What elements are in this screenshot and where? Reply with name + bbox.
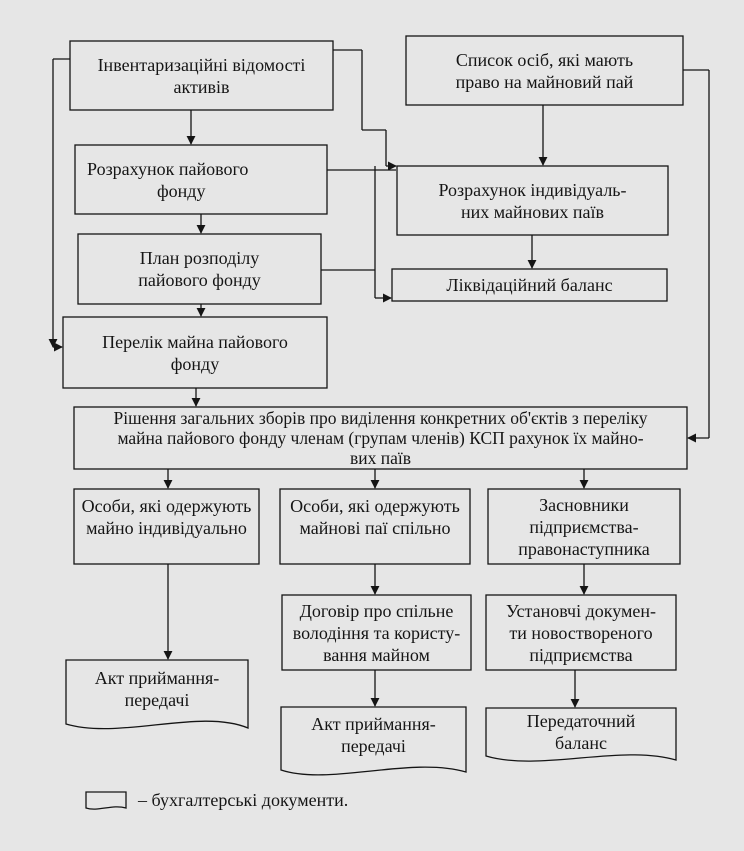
distribution-plan-line: пайового фонду: [138, 270, 261, 290]
joint-agreement-line: вання майном: [323, 644, 430, 665]
fund-calc-text: Розрахунок пайового фонду: [77, 147, 325, 212]
founders-text: Засновники підприємства- правонаступника: [490, 491, 678, 562]
distribution-plan-line: План розподілу: [139, 248, 260, 268]
decision-line: вих паїв: [349, 448, 411, 468]
legend-label: – бухгалтерські документи.: [138, 790, 349, 810]
property-list-line: фонду: [170, 353, 220, 374]
inventory-text: Інвентаризаційні відомості активів: [72, 43, 331, 108]
act-left-line: передачі: [124, 690, 190, 710]
individual-calc-text: Розрахунок індивідуаль- них майнових паї…: [399, 168, 666, 233]
founding-docs-line: підприємства: [529, 644, 633, 665]
property-list-text: Перелік майна пайового фонду: [65, 319, 325, 386]
individual-recipients-text: Особи, які одержують майно індивідуально: [76, 491, 257, 562]
founders-line: Засновники: [539, 494, 629, 515]
liquidation-balance-text: Ліквідаційний баланс: [394, 270, 665, 300]
individual-recipients-box: [73, 488, 260, 565]
act-middle-doc: [280, 706, 467, 776]
property-list-line: Перелік майна пайового: [102, 331, 288, 352]
property-list-box: [62, 316, 328, 389]
joint-recipients-text: Особи, які одержують майнові паї спільно: [282, 491, 468, 562]
individual-calc-line: Розрахунок індивідуаль-: [438, 179, 627, 200]
persons-list-text: Список осіб, які мають право на майновий…: [408, 38, 681, 103]
decision-text: Рішення загальних зборів про виділення к…: [76, 408, 685, 468]
individual-recipients-line: Особи, які одержують: [81, 496, 252, 516]
decision-box: [73, 406, 688, 470]
transfer-balance-line: баланс: [555, 733, 607, 753]
act-middle-text: Акт приймання- передачі: [281, 711, 466, 759]
decision-line: Рішення загальних зборів про виділення к…: [113, 408, 648, 428]
founders-line: підприємства-: [529, 516, 639, 537]
act-middle-line: Акт приймання-: [311, 714, 436, 734]
act-middle-line: передачі: [341, 736, 406, 756]
act-left-line: Акт приймання-: [94, 668, 220, 688]
fund-calc-line: фонду: [157, 180, 206, 201]
founding-docs-box: [485, 594, 677, 671]
decision-line: майна пайового фонду членам (групам член…: [117, 428, 644, 448]
persons-list-line: Список осіб, які мають: [455, 49, 634, 70]
fund-calc-line: Розрахунок пайового: [87, 158, 249, 179]
act-left-text: Акт приймання- передачі: [66, 664, 248, 714]
joint-agreement-text: Договір про спільне володіння та користу…: [284, 597, 469, 668]
distribution-plan-text: План розподілу пайового фонду: [80, 236, 319, 302]
persons-list-line: право на майновий пай: [455, 71, 634, 92]
founders-line: правонаступника: [518, 538, 650, 559]
inventory-box: [69, 40, 334, 111]
joint-recipients-line: Особи, які одержують: [290, 496, 460, 516]
founding-docs-text: Установчі докумен- ти новоствореного під…: [488, 597, 674, 668]
transfer-balance-doc: [485, 707, 677, 762]
inventory-line: активів: [173, 76, 230, 97]
joint-recipients-line: майнові паї спільно: [299, 518, 451, 538]
individual-calc-line: них майнових паїв: [460, 201, 605, 222]
joint-agreement-box: [281, 594, 472, 671]
act-left-doc: [65, 659, 249, 730]
individual-recipients-line: майно індивідуально: [86, 518, 247, 538]
joint-agreement-line: Договір про спільне: [299, 600, 454, 621]
transfer-balance-line: Передаточний: [526, 711, 636, 731]
liquidation-balance-box: [391, 268, 668, 302]
legend-doc-icon: [85, 791, 127, 810]
distribution-plan-box: [77, 233, 322, 305]
inventory-line: Інвентаризаційні відомості: [97, 54, 306, 75]
liquidation-balance-line: Ліквідаційний баланс: [446, 275, 613, 295]
joint-agreement-line: володіння та користу-: [292, 622, 461, 643]
founding-docs-line: Установчі докумен-: [505, 600, 657, 621]
transfer-balance-text: Передаточний баланс: [486, 710, 676, 754]
founding-docs-line: ти новоствореного: [509, 622, 653, 643]
